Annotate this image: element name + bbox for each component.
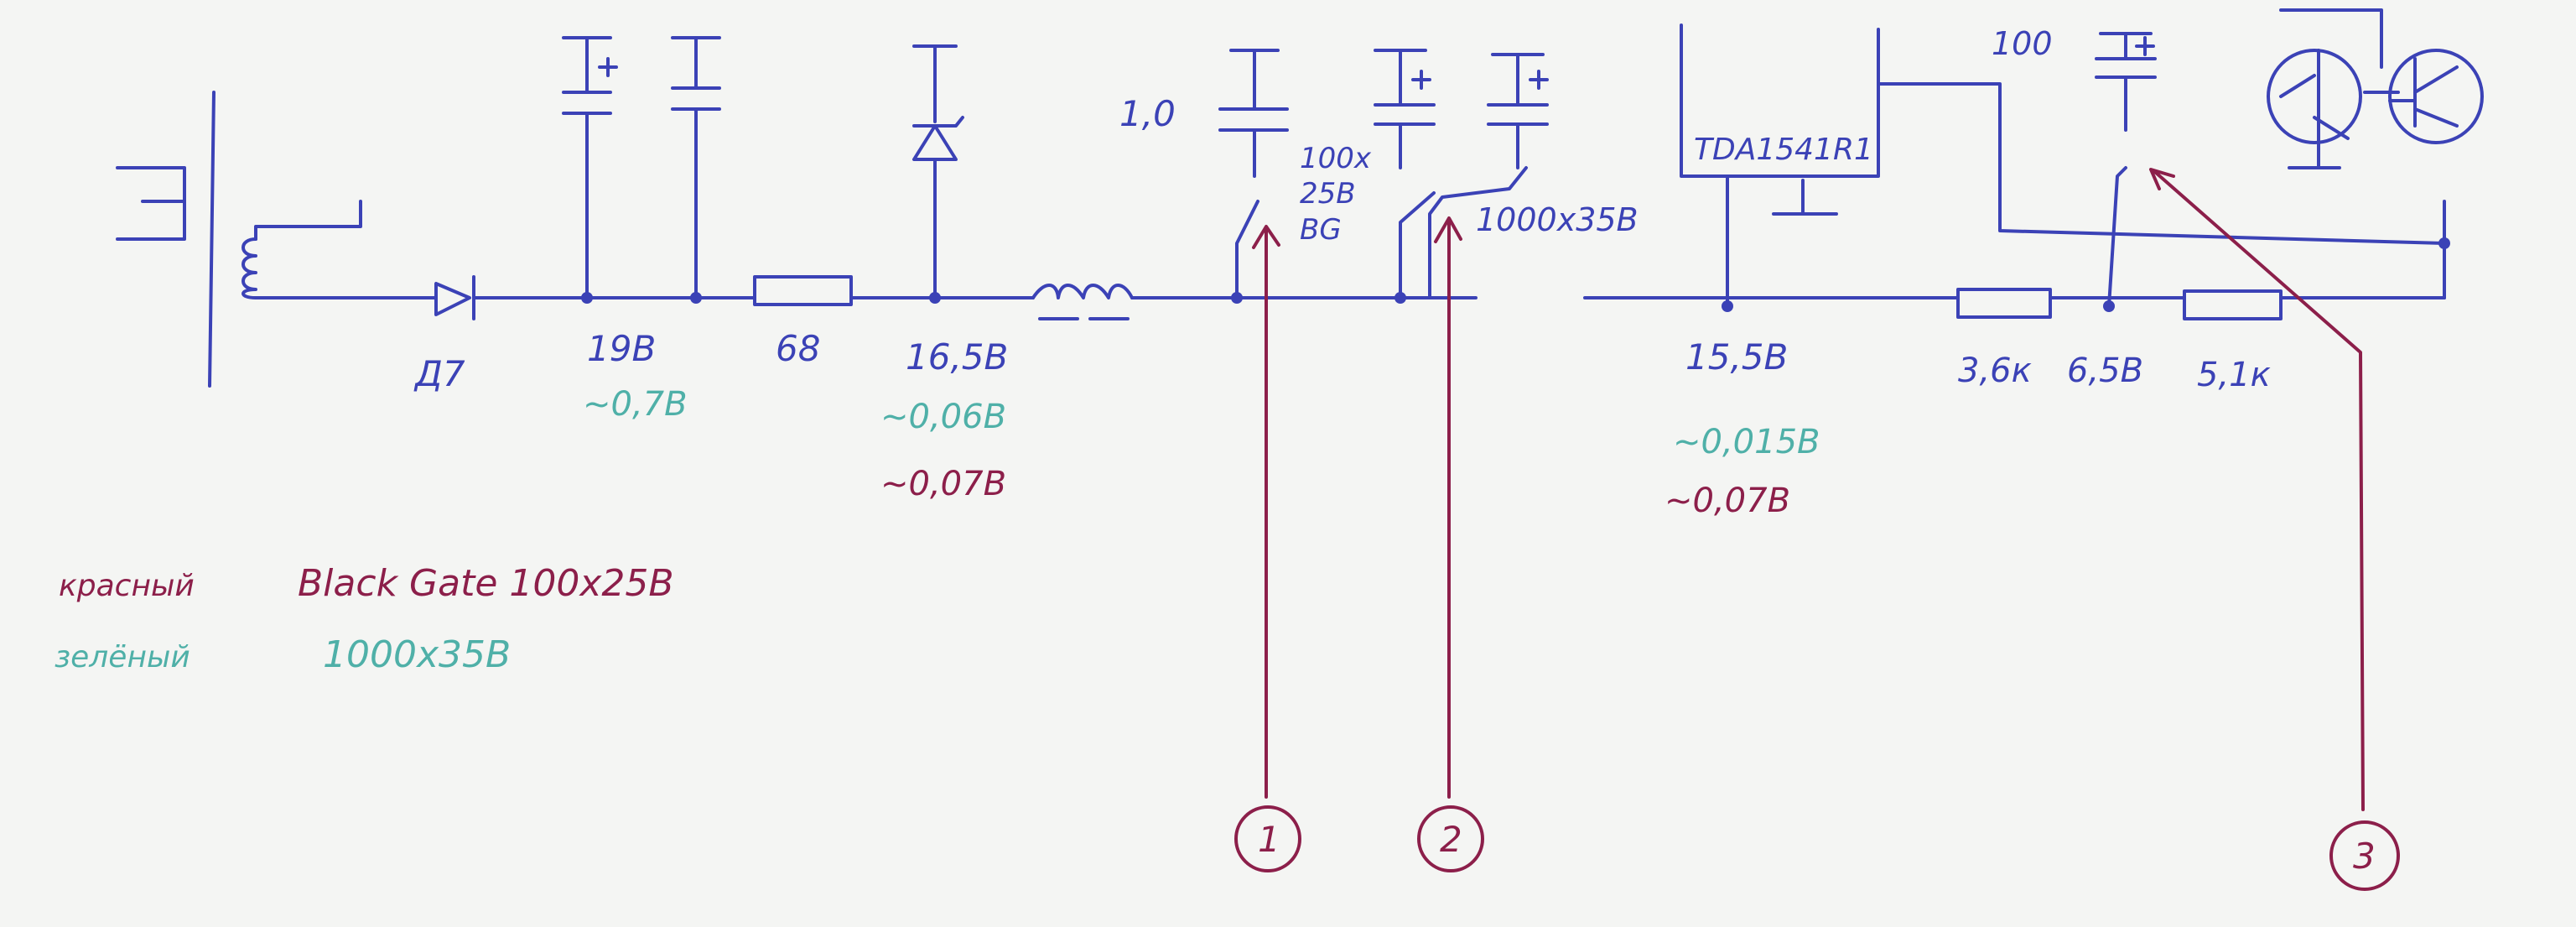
- label-callout-2: 2: [1440, 819, 1462, 860]
- resistor-3-6k: [1956, 288, 2052, 319]
- inductor-choke: [1031, 284, 1134, 320]
- label-cap-100x25-line2: 25В: [1300, 177, 1356, 211]
- zener-diode: [912, 44, 964, 299]
- label-resistor-68: 68: [776, 328, 820, 369]
- ic-tda1541: [1680, 23, 2446, 308]
- label-cap-100x25: 100x: [1300, 142, 1372, 175]
- label-resistor-3-6k: 3,6к: [1958, 352, 2032, 390]
- label-voltage-node1: 19В: [587, 328, 656, 369]
- label-ripple-red-2: ~0,07В: [880, 465, 1006, 503]
- label-diode: Д7: [413, 353, 465, 394]
- legend-red-text: Black Gate 100x25В: [298, 562, 674, 605]
- label-cap-1000x35: 1000x35В: [1476, 201, 1639, 238]
- label-cap-1-0: 1,0: [1119, 93, 1176, 134]
- label-resistor-5-1k: 5,1к: [2197, 356, 2271, 394]
- label-cap-100x25-line3: ВG: [1300, 213, 1342, 247]
- label-ripple-red-3: ~0,07В: [1665, 482, 1790, 520]
- label-voltage-node4: 6,5В: [2067, 352, 2143, 390]
- callout-lines: [1234, 168, 2400, 891]
- label-cap-100: 100: [1992, 25, 2053, 62]
- label-ic: TDA1541R1: [1694, 133, 1873, 167]
- resistor-68: [753, 275, 853, 306]
- label-ripple-green-1: ~0,7В: [583, 385, 688, 424]
- label-callout-3: 3: [2353, 836, 2376, 877]
- capacitor-electrolytic-1: [562, 36, 618, 299]
- transistor-pair: [2267, 8, 2484, 169]
- label-voltage-node2: 16,5В: [906, 336, 1008, 378]
- label-callout-1: 1: [1258, 819, 1280, 860]
- legend-green-text: 1000x35В: [323, 633, 511, 676]
- capacitor-1-0: [1218, 49, 1289, 299]
- capacitor-1000x35: [1428, 53, 1549, 299]
- capacitor-2: [671, 36, 721, 299]
- legend-red-word: красный: [59, 569, 195, 603]
- diode-d7: [434, 275, 475, 320]
- transformer-symbol: [116, 91, 362, 388]
- legend-green-word: зелёный: [55, 640, 190, 674]
- label-ripple-green-2: ~0,06В: [880, 398, 1006, 436]
- label-ripple-green-3: ~0,015В: [1673, 423, 1820, 461]
- capacitor-100x25: [1374, 49, 1436, 299]
- capacitor-100: [2095, 32, 2157, 308]
- resistor-5-1k: [2183, 289, 2283, 320]
- label-voltage-node3: 15,5В: [1685, 336, 1788, 378]
